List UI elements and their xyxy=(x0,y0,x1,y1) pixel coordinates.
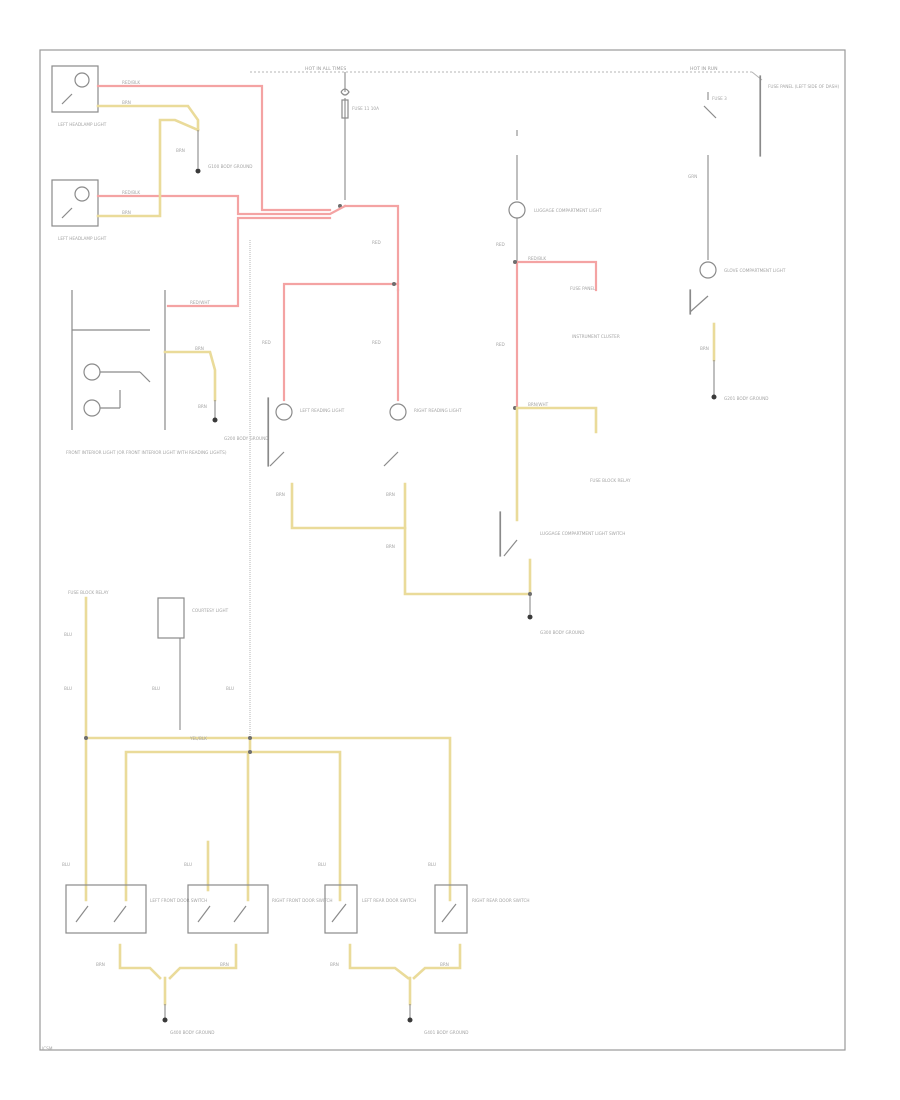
wire-brn-11: BRN xyxy=(220,962,229,967)
top-bus-right-label: HOT IN RUN xyxy=(690,66,718,72)
door-switch-1: LEFT FRONT DOOR SWITCH xyxy=(65,884,207,934)
fuse-block-top-right-label: FUSE PANEL (LEFT SIDE OF DASH) xyxy=(768,84,839,89)
ground-front-interior: G200 BODY GROUND xyxy=(212,400,268,441)
luggage-ground-label: G300 BODY GROUND xyxy=(540,630,584,635)
wire-red-2: RED xyxy=(262,340,271,345)
yellow-bus: YEL/BLK xyxy=(84,736,452,902)
luggage-light-label: LUGGAGE COMPARTMENT LIGHT xyxy=(534,208,602,213)
wire-red-blk-2: RED/BLK xyxy=(122,190,140,195)
wire-red-6: RED xyxy=(496,342,505,347)
wire-red-blk-3: RED/BLK xyxy=(528,256,546,261)
wire-brn-12: BRN xyxy=(330,962,339,967)
ground-upper-left-label: G100 BODY GROUND xyxy=(208,164,252,169)
yellow-wiring-upper-left xyxy=(96,104,200,218)
wire-brn-2: BRN xyxy=(122,210,131,215)
fuse-panel-mid-label: FUSE PANEL xyxy=(570,286,596,291)
ground-bottom-left: G400 BODY GROUND xyxy=(118,943,238,1035)
fuse-top-right-label: FUSE 3 xyxy=(712,96,727,101)
front-interior-yellow xyxy=(163,350,217,402)
wire-blu-5: BLU xyxy=(62,862,70,867)
left-headlamp-upper-label: LEFT HEADLAMP LIGHT xyxy=(58,122,107,127)
fuse-block-left: FUSE BLOCK RELAY xyxy=(68,590,109,740)
fuse-upper-label: FUSE 11 10A xyxy=(352,106,379,111)
ground-bottom-right-label: G401 BODY GROUND xyxy=(424,1030,468,1035)
wire-red-3: RED xyxy=(372,340,381,345)
left-reading-light-label: LEFT READING LIGHT xyxy=(300,408,345,413)
luggage-compartment: LUGGAGE COMPARTMENT LIGHT FUSE PANEL INS… xyxy=(499,130,631,635)
wire-grn-1: GRN xyxy=(688,174,697,179)
wire-blu-6: BLU xyxy=(184,862,192,867)
ground-upper-left: G100 BODY GROUND xyxy=(195,130,252,174)
glove-compartment: FUSE 3 GLOVE COMPARTMENT LIGHT G201 BODY… xyxy=(689,92,786,401)
wire-brn-5: BRN xyxy=(198,404,207,409)
instrument-cluster-label: INSTRUMENT CLUSTER xyxy=(572,334,620,339)
wire-brn-13: BRN xyxy=(440,962,449,967)
wire-blu-7: BLU xyxy=(318,862,326,867)
wire-blu-4: BLU xyxy=(64,632,72,637)
wire-brn-8: BRN xyxy=(386,544,395,549)
left-headlamp-upper: LEFT HEADLAMP LIGHT xyxy=(51,65,107,127)
diagram-border xyxy=(39,49,846,1051)
courtesy-relay: COURTESY LIGHT xyxy=(157,597,229,730)
courtesy-relay-label: COURTESY LIGHT xyxy=(192,608,229,613)
door-switch-2: RIGHT FRONT DOOR SWITCH xyxy=(187,884,333,934)
glove-ground-label: G201 BODY GROUND xyxy=(724,396,768,401)
wire-blu-2: BLU xyxy=(152,686,160,691)
door-switch-3: LEFT REAR DOOR SWITCH xyxy=(324,884,416,934)
ground-front-interior-label: G200 BODY GROUND xyxy=(224,436,268,441)
ground-bottom-left-label: G400 BODY GROUND xyxy=(170,1030,214,1035)
luggage-switch-label: LUGGAGE COMPARTMENT LIGHT SWITCH xyxy=(540,531,625,536)
wire-brn-10: BRN xyxy=(96,962,105,967)
wire-red-4: RED xyxy=(372,240,381,245)
fuse-block-left-label: FUSE BLOCK RELAY xyxy=(68,590,109,595)
reading-yellow-wiring xyxy=(290,482,532,596)
front-interior-unit-label: FRONT INTERIOR LIGHT (OR FRONT INTERIOR … xyxy=(66,450,227,455)
front-interior-light-unit: FRONT INTERIOR LIGHT (OR FRONT INTERIOR … xyxy=(66,290,227,455)
top-bus-left-label: HOT IN ALL TIMES xyxy=(305,66,346,72)
wire-brn-4: BRN xyxy=(195,346,204,351)
glove-light-label: GLOVE COMPARTMENT LIGHT xyxy=(724,268,786,273)
wire-blu-8: BLU xyxy=(428,862,436,867)
wire-brn-wht-1: BRN/WHT xyxy=(528,402,549,407)
door-switch-3-label: LEFT REAR DOOR SWITCH xyxy=(362,898,416,903)
door-switch-4: RIGHT REAR DOOR SWITCH xyxy=(434,884,530,934)
wire-brn-6: BRN xyxy=(276,492,285,497)
door-switch-1-label: LEFT FRONT DOOR SWITCH xyxy=(150,898,207,903)
footer-code: ICSM xyxy=(42,1046,53,1051)
door-switch-4-label: RIGHT REAR DOOR SWITCH xyxy=(472,898,530,903)
wire-red-blk-1: RED/BLK xyxy=(122,80,140,85)
top-bus: HOT IN ALL TIMES HOT IN RUN FUSE PANEL (… xyxy=(250,66,839,157)
reading-lights: LEFT READING LIGHT RIGHT READING LIGHT xyxy=(267,282,462,467)
fuse-block-right-label: FUSE BLOCK RELAY xyxy=(590,478,631,483)
left-headlamp-lower-label: LEFT HEADLAMP LIGHT xyxy=(58,236,107,241)
ground-bottom-right: G401 BODY GROUND xyxy=(348,943,468,1035)
wire-brn-7: BRN xyxy=(386,492,395,497)
right-reading-light-label: RIGHT READING LIGHT xyxy=(414,408,462,413)
door-switch-2-label: RIGHT FRONT DOOR SWITCH xyxy=(272,898,333,903)
left-headlamp-lower: LEFT HEADLAMP LIGHT xyxy=(51,179,107,241)
wire-brn-1: BRN xyxy=(122,100,131,105)
wire-brn-9: BRN xyxy=(700,346,709,351)
wire-brn-3: BRN xyxy=(176,148,185,153)
wire-red-5: RED xyxy=(496,242,505,247)
red-wiring-upper-left xyxy=(96,84,400,308)
wire-blu-1: BLU xyxy=(64,686,72,691)
fuse-upper: FUSE 11 10A xyxy=(338,72,379,208)
wire-red-wht-1: RED/WHT xyxy=(190,300,210,305)
wire-yel-blk-label: YEL/BLK xyxy=(189,736,207,741)
wire-blu-3: BLU xyxy=(226,686,234,691)
